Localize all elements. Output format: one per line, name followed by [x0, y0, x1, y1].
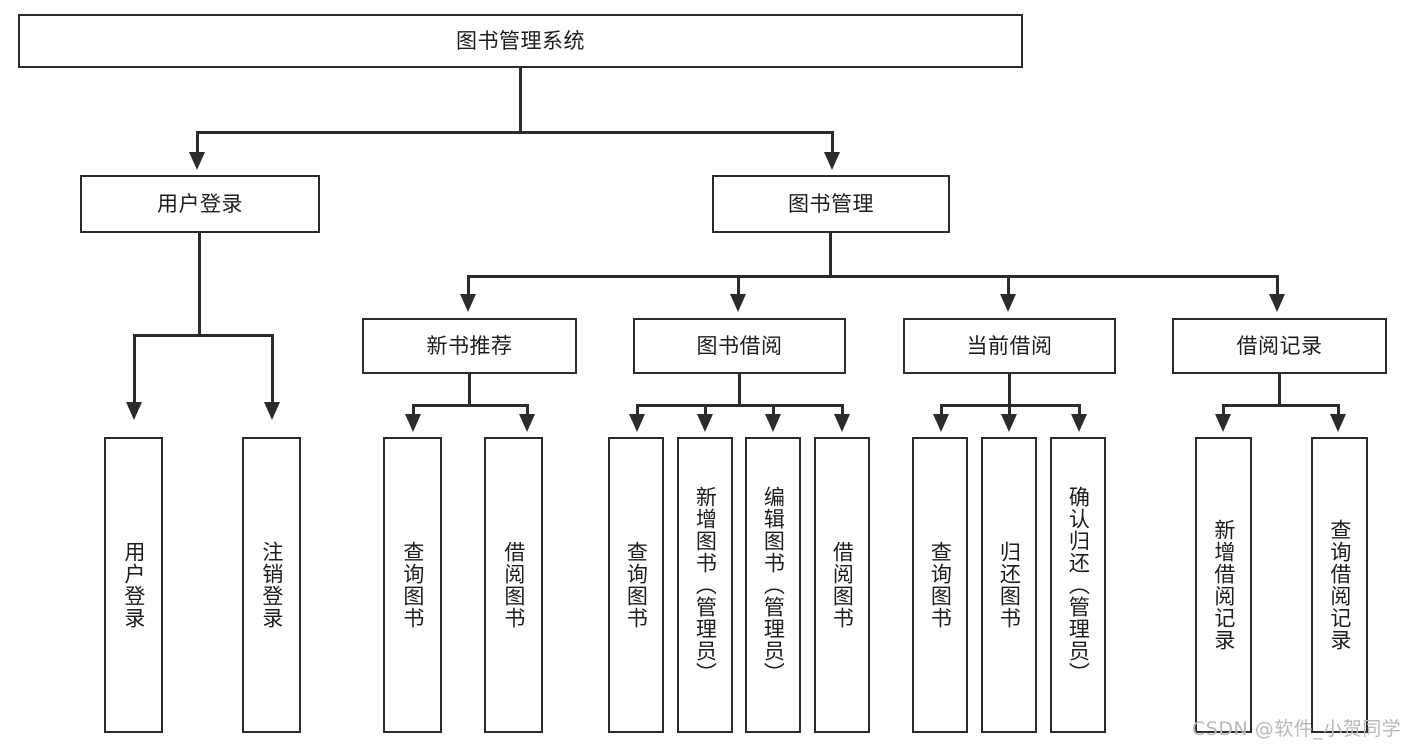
edge-book-manage-arm-1 — [467, 275, 470, 297]
leaf-new-book-recommend-2-label: 借阅图书 — [501, 541, 526, 629]
node-book-borrow[interactable]: 图书借阅 — [633, 318, 846, 374]
edge-new-book-recommend-bar — [412, 404, 529, 407]
node-current-borrow-label: 当前借阅 — [966, 333, 1053, 358]
arrowhead-bb-leaf-4 — [834, 414, 850, 432]
node-root[interactable]: 图书管理系统 — [18, 14, 1023, 68]
leaf-book-borrow-4-label: 借阅图书 — [830, 541, 855, 629]
node-user-login[interactable]: 用户登录 — [80, 175, 320, 233]
node-new-book-recommend[interactable]: 新书推荐 — [362, 318, 577, 374]
edge-root-arm-right — [831, 131, 834, 156]
arrowhead-bb-leaf-1 — [629, 414, 645, 432]
leaf-book-borrow-2[interactable]: 新增图书（管理员） — [677, 437, 733, 733]
arrowhead-user-login — [189, 152, 205, 170]
edge-new-book-recommend-stem — [468, 374, 471, 407]
edge-current-borrow-arm-3 — [1078, 404, 1081, 416]
leaf-borrow-record-1-label: 新增借阅记录 — [1211, 519, 1236, 651]
leaf-book-borrow-3[interactable]: 编辑图书（管理员） — [745, 437, 801, 733]
arrowhead-book-manage — [824, 152, 840, 170]
edge-book-manage-bar — [467, 275, 1279, 278]
edge-book-borrow-bar — [636, 404, 844, 407]
leaf-current-borrow-1[interactable]: 查询图书 — [912, 437, 968, 733]
leaf-book-borrow-1[interactable]: 查询图书 — [608, 437, 664, 733]
leaf-user-login-2-label: 注销登录 — [259, 541, 284, 629]
arrowhead-bb-leaf-2 — [697, 414, 713, 432]
node-user-login-label: 用户登录 — [157, 191, 243, 216]
node-root-label: 图书管理系统 — [456, 28, 585, 53]
edge-book-borrow-arm-3 — [772, 404, 775, 416]
arrowhead-borrow-record — [1269, 294, 1285, 312]
node-current-borrow[interactable]: 当前借阅 — [903, 318, 1116, 374]
leaf-borrow-record-1[interactable]: 新增借阅记录 — [1195, 437, 1252, 733]
leaf-user-login-2[interactable]: 注销登录 — [242, 437, 301, 733]
arrowhead-user-login-leaf-2 — [264, 402, 280, 420]
leaf-new-book-recommend-2[interactable]: 借阅图书 — [484, 437, 543, 733]
leaf-book-borrow-3-label: 编辑图书（管理员） — [761, 486, 786, 684]
leaf-user-login-1-label: 用户登录 — [121, 541, 146, 629]
arrowhead-nbr-leaf-1 — [405, 414, 421, 432]
edge-root-bar — [196, 131, 834, 134]
edge-user-login-arm-2 — [271, 334, 274, 404]
node-borrow-record-label: 借阅记录 — [1236, 333, 1323, 358]
edge-book-manage-arm-4 — [1276, 275, 1279, 297]
arrowhead-br-leaf-2 — [1330, 414, 1346, 432]
edge-current-borrow-stem — [1008, 374, 1011, 407]
edge-borrow-record-arm-1 — [1222, 404, 1225, 416]
arrowhead-cb-leaf-1 — [933, 414, 949, 432]
edge-root-arm-left — [196, 131, 199, 156]
edge-borrow-record-stem — [1278, 374, 1281, 407]
edge-book-borrow-stem — [738, 374, 741, 407]
leaf-book-borrow-4[interactable]: 借阅图书 — [814, 437, 870, 733]
edge-user-login-stem — [198, 233, 201, 337]
edge-user-login-bar — [133, 334, 274, 337]
edge-book-borrow-arm-1 — [636, 404, 639, 416]
leaf-current-borrow-2[interactable]: 归还图书 — [981, 437, 1037, 733]
edge-book-borrow-arm-4 — [841, 404, 844, 416]
edge-user-login-arm-1 — [133, 334, 136, 404]
leaf-user-login-1[interactable]: 用户登录 — [104, 437, 163, 733]
arrowhead-bb-leaf-3 — [765, 414, 781, 432]
edge-current-borrow-arm-1 — [940, 404, 943, 416]
edge-new-book-recommend-arm-1 — [412, 404, 415, 416]
leaf-current-borrow-3[interactable]: 确认归还（管理员） — [1050, 437, 1106, 733]
edge-borrow-record-bar — [1222, 404, 1340, 407]
csdn-watermark: CSDN @软件_小贺同学 — [1192, 718, 1402, 740]
edge-book-manage-arm-3 — [1007, 275, 1010, 297]
node-new-book-recommend-label: 新书推荐 — [426, 333, 513, 358]
node-book-manage-label: 图书管理 — [788, 191, 874, 216]
leaf-current-borrow-2-label: 归还图书 — [997, 541, 1022, 629]
arrowhead-user-login-leaf-1 — [126, 402, 142, 420]
edge-root-stem — [519, 68, 522, 133]
node-book-borrow-label: 图书借阅 — [696, 333, 783, 358]
arrowhead-nbr-leaf-2 — [519, 414, 535, 432]
node-book-manage[interactable]: 图书管理 — [712, 175, 950, 233]
arrowhead-cb-leaf-2 — [1001, 414, 1017, 432]
leaf-new-book-recommend-1-label: 查询图书 — [400, 541, 425, 629]
arrowhead-cb-leaf-3 — [1071, 414, 1087, 432]
edge-book-manage-stem — [829, 233, 832, 278]
node-borrow-record[interactable]: 借阅记录 — [1172, 318, 1387, 374]
edge-new-book-recommend-arm-2 — [526, 404, 529, 416]
edge-book-borrow-arm-2 — [704, 404, 707, 416]
arrowhead-new-book-recommend — [460, 294, 476, 312]
leaf-new-book-recommend-1[interactable]: 查询图书 — [383, 437, 442, 733]
edge-borrow-record-arm-2 — [1337, 404, 1340, 416]
edge-current-borrow-arm-2 — [1008, 404, 1011, 416]
arrowhead-br-leaf-1 — [1215, 414, 1231, 432]
leaf-book-borrow-1-label: 查询图书 — [624, 541, 649, 629]
leaf-borrow-record-2-label: 查询借阅记录 — [1327, 519, 1352, 651]
leaf-current-borrow-3-label: 确认归还（管理员） — [1066, 486, 1091, 684]
leaf-borrow-record-2[interactable]: 查询借阅记录 — [1311, 437, 1368, 733]
leaf-current-borrow-1-label: 查询图书 — [928, 541, 953, 629]
edge-book-manage-arm-2 — [737, 275, 740, 297]
arrowhead-current-borrow — [1000, 294, 1016, 312]
arrowhead-book-borrow — [730, 294, 746, 312]
leaf-book-borrow-2-label: 新增图书（管理员） — [693, 486, 718, 684]
